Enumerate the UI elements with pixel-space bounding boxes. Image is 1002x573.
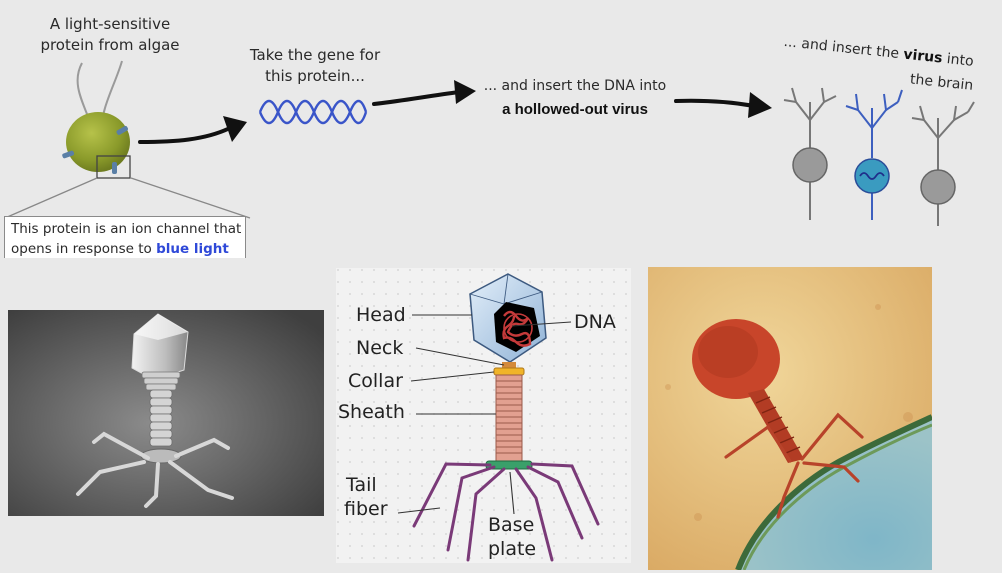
algae-caption-line2: protein from algae — [40, 36, 180, 54]
bacterial-cell — [738, 417, 932, 570]
step2-caption: ... and insert the DNA into a hollowed-o… — [470, 74, 680, 122]
ion-channel-line1: This protein is an ion channel that — [11, 221, 242, 237]
neuron-blue — [845, 89, 903, 220]
neuron-blue-body — [854, 158, 890, 194]
gene-dna-icon — [258, 99, 368, 125]
arrow-3 — [674, 92, 772, 118]
label-sheath: Sheath — [338, 401, 405, 423]
phage-sheath — [495, 374, 523, 462]
algae-cell-illustration — [62, 60, 131, 179]
step1-caption: Take the gene for this protein... — [240, 45, 390, 87]
neuron-gray-right — [911, 101, 975, 226]
phage-colorized-micrograph — [648, 267, 932, 570]
step1-line2: this protein... — [265, 67, 365, 85]
arrow-2 — [372, 80, 476, 106]
label-head: Head — [356, 304, 406, 326]
label-neck: Neck — [356, 337, 403, 359]
phage-tail-fibers — [412, 462, 600, 562]
step1-line1: Take the gene for — [249, 46, 381, 64]
neuron-gray-left-body — [792, 147, 828, 183]
phage-neck — [502, 362, 516, 368]
ion-channel-protein — [62, 150, 75, 159]
label-base-plate-2: plate — [488, 538, 536, 560]
step2-line1: ... and insert the DNA into — [483, 78, 667, 94]
phage-schematic-diagram: Head Neck Collar Sheath Tail fiber DNA B… — [336, 268, 631, 563]
tem-phage-tail — [748, 389, 804, 463]
algae-caption: A light-sensitive protein from algae — [20, 14, 200, 56]
label-collar: Collar — [348, 370, 403, 392]
ion-channel-line2-prefix: opens in response to — [11, 241, 157, 257]
zoom-lines — [4, 177, 251, 219]
ion-channel-protein — [116, 126, 128, 135]
label-tail-fiber-2: fiber — [344, 498, 388, 520]
step3-virus-bold: virus — [902, 46, 944, 67]
ion-channel-caption-box: This protein is an ion channel that open… — [4, 216, 246, 258]
step3-suffix: into — [941, 50, 975, 70]
arrow-1 — [138, 116, 247, 144]
step2-line2: a hollowed-out virus — [502, 101, 648, 118]
phage-dna-strand — [502, 310, 532, 347]
blue-light-highlight: blue light — [156, 241, 229, 257]
algae-body — [66, 112, 130, 172]
ion-channel-line2: opens in response to blue light — [11, 239, 245, 259]
algae-caption-line1: A light-sensitive — [49, 15, 171, 33]
neurons-illustration — [783, 87, 975, 226]
phage-collar — [493, 367, 525, 376]
zoom-box — [96, 155, 131, 179]
label-tail-fiber-1: Tail — [345, 474, 377, 496]
phage-electron-micrograph — [8, 310, 324, 516]
neuron-gray-left — [783, 87, 837, 220]
ion-channel-protein — [112, 162, 117, 174]
label-dna: DNA — [574, 311, 616, 333]
label-base-plate-1: Base — [488, 514, 534, 536]
neuron-gray-right-body — [920, 169, 956, 205]
neuron-blue-dna — [859, 172, 885, 180]
